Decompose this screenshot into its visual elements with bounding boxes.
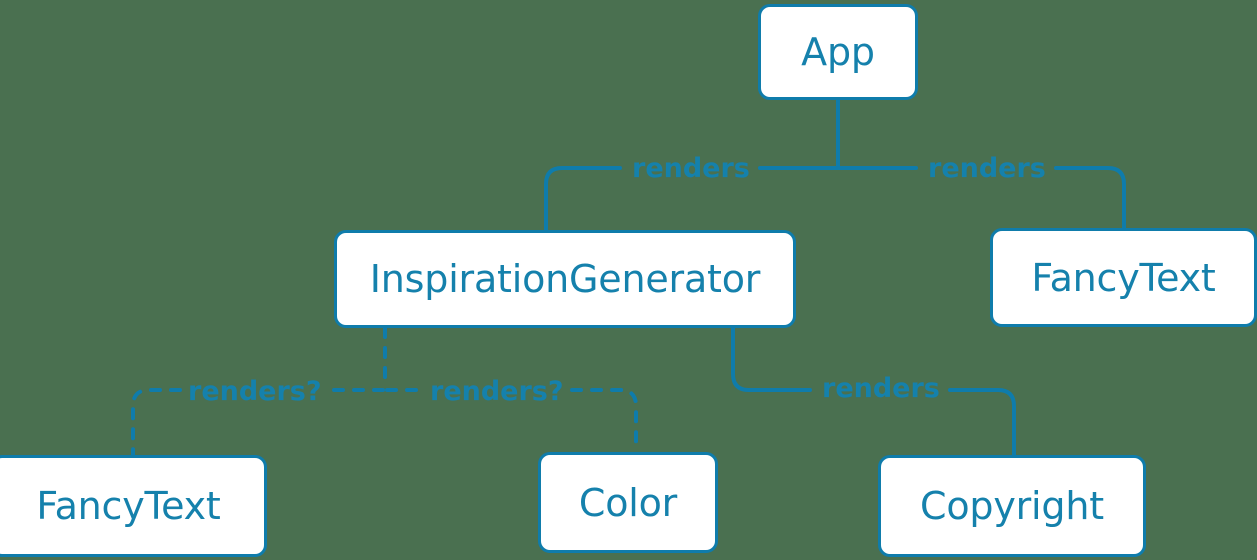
- node-fancytext-bottom-label: FancyText: [36, 484, 221, 528]
- edge-inspirationgenerator-to-copyright-right: [948, 388, 1016, 457]
- node-copyright[interactable]: Copyright: [878, 455, 1146, 557]
- node-fancytext-top[interactable]: FancyText: [990, 228, 1257, 327]
- node-inspirationgenerator[interactable]: InspirationGenerator: [334, 230, 796, 328]
- node-color[interactable]: Color: [538, 452, 718, 553]
- node-color-label: Color: [578, 480, 678, 525]
- edge-label-inspirationgenerator-to-copyright: renders: [822, 373, 940, 404]
- edge-app-to-fancytext-right: [1054, 166, 1126, 230]
- node-fancytext-bottom[interactable]: FancyText: [0, 455, 267, 557]
- node-app[interactable]: App: [758, 4, 918, 100]
- node-copyright-label: Copyright: [920, 484, 1104, 528]
- edge-label-app-to-inspirationgenerator: renders: [632, 153, 750, 184]
- edge-label-app-to-fancytext: renders: [928, 153, 1046, 184]
- edge-inspirationgenerator-to-fancytext-dashed-tail: [131, 388, 182, 457]
- edge-inspirationgenerator-to-copyright-left: [731, 326, 812, 392]
- edge-label-inspirationgenerator-to-color: renders?: [430, 376, 564, 407]
- node-app-label: App: [801, 30, 875, 74]
- node-fancytext-top-label: FancyText: [1031, 255, 1216, 300]
- node-inspirationgenerator-label: InspirationGenerator: [369, 257, 761, 301]
- edge-inspirationgenerator-to-color-dashed-tail: [570, 388, 638, 454]
- edge-app-to-inspirationgenerator-left: [544, 166, 622, 232]
- edge-label-inspirationgenerator-to-fancytext: renders?: [188, 376, 322, 407]
